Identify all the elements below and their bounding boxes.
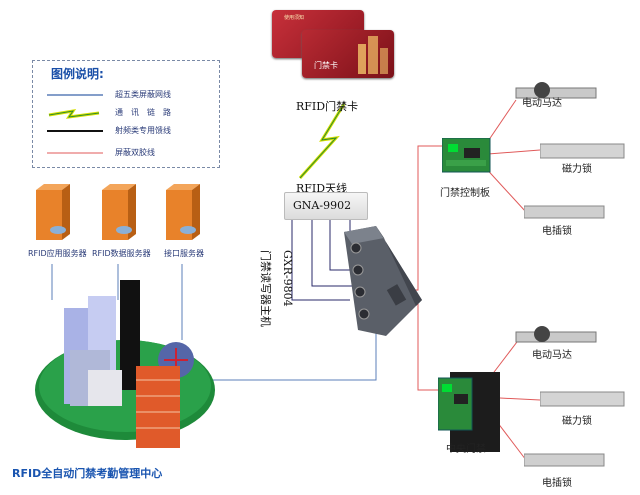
reader-host-label: 门禁读写器主机 (259, 250, 272, 327)
device-bottom-maglock: 磁力锁 (562, 416, 592, 427)
motor-lock-icon-bottom (515, 326, 597, 343)
link-host-center (200, 324, 377, 381)
device-top-maglock: 磁力锁 (562, 164, 592, 175)
controller-cabinet-bottom (438, 372, 500, 452)
motor-lock-icon-top (515, 82, 597, 99)
device-top-motor: 电动马达 (522, 98, 562, 109)
bolt-lock-icon-bottom (524, 453, 605, 467)
server-icon-data (102, 184, 136, 240)
legend-title: 图例说明: (51, 67, 104, 81)
legend-item-link: 通 讯 链 路 (115, 108, 171, 117)
server-icon-app (36, 184, 70, 240)
management-center-graphic (35, 280, 215, 448)
antenna-panel: GNA-9902 (284, 192, 368, 220)
legend-item-network: 超五类屏蔽网线 (115, 90, 171, 99)
mag-lock-icon-top (540, 143, 625, 159)
mag-lock-icon-bottom (540, 391, 625, 407)
controller-bottom-label: 中央门禁 (446, 444, 486, 455)
legend-item-rf: 射频类专用馈线 (115, 126, 171, 135)
bolt-lock-icon-top (524, 205, 605, 219)
server-label-data: RFID数据服务器 (92, 249, 151, 258)
controller-top-label: 门禁控制板 (440, 188, 490, 199)
server-icon-interface (166, 184, 200, 240)
rf-cable-bundle (120, 280, 140, 390)
legend-box: 图例说明: 超五类屏蔽网线 通 讯 链 路 射频类专用馈线 屏蔽双胶线 (32, 60, 220, 168)
center-title: RFID全自动门禁考勤管理中心 (12, 467, 163, 480)
controller-board-top (442, 138, 491, 173)
antenna-title: RFID天线 (296, 182, 348, 195)
antenna-model: GNA-9902 (293, 199, 352, 212)
device-top-bolt: 电插锁 (542, 226, 572, 237)
device-bottom-bolt: 电插锁 (542, 478, 572, 489)
firewall-icon (136, 366, 180, 448)
card-label: 门禁卡 (314, 61, 338, 70)
legend-item-twisted: 屏蔽双胶线 (115, 148, 155, 157)
server-label-app: RFID应用服务器 (28, 249, 87, 258)
server-icons (36, 184, 200, 240)
access-card-front: 门禁卡 (302, 30, 394, 78)
device-bottom-motor: 电动马达 (532, 350, 572, 361)
reader-host-model: GXR-9804 (281, 250, 294, 307)
reader-host-device (344, 226, 422, 336)
server-label-interface: 接口服务器 (164, 249, 204, 258)
card-caption: RFID门禁卡 (296, 100, 359, 113)
